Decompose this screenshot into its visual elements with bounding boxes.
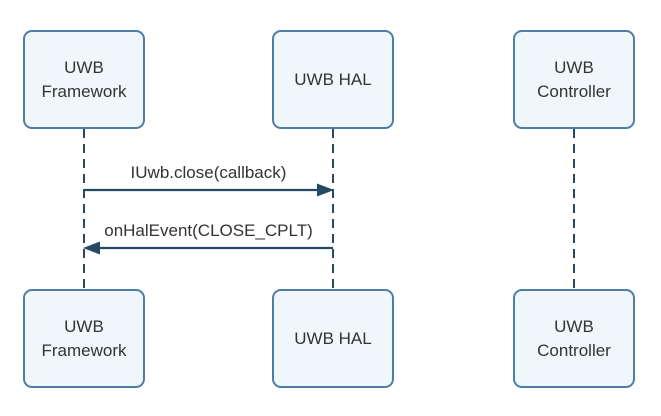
actor-label: UWB Framework bbox=[41, 316, 127, 360]
actor-box-uwb-controller-bottom: UWB Controller bbox=[513, 289, 635, 388]
actor-box-uwb-hal-bottom: UWB HAL bbox=[272, 289, 394, 388]
arrowhead-left-icon bbox=[83, 241, 100, 255]
actor-box-uwb-framework-bottom: UWB Framework bbox=[23, 289, 145, 388]
arrowhead-right-icon bbox=[317, 183, 334, 197]
message-label-iuwb-close: IUwb.close(callback) bbox=[130, 163, 287, 182]
actor-label: UWB HAL bbox=[294, 69, 372, 89]
message-arrow-onhalevent bbox=[83, 241, 333, 255]
actor-box-uwb-hal-top: UWB HAL bbox=[272, 30, 394, 129]
actor-label: UWB Controller bbox=[537, 316, 611, 360]
actor-box-uwb-framework-top: UWB Framework bbox=[23, 30, 145, 129]
actor-box-uwb-controller-top: UWB Controller bbox=[513, 30, 635, 129]
actor-label: UWB HAL bbox=[294, 328, 372, 348]
actor-label: UWB Controller bbox=[537, 57, 611, 101]
message-arrow-iuwb-close bbox=[84, 183, 334, 197]
message-label-onhalevent: onHalEvent(CLOSE_CPLT) bbox=[104, 221, 313, 240]
actor-label: UWB Framework bbox=[41, 57, 127, 101]
